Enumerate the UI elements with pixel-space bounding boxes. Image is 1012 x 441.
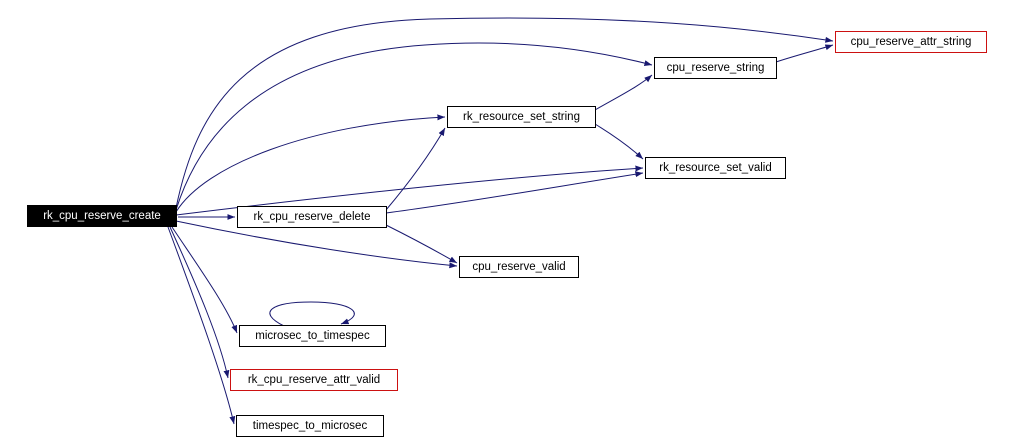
node-microsec_to_timespec[interactable]: microsec_to_timespec	[239, 325, 386, 347]
edge-delete-to-rk_resource_set_string	[385, 127, 446, 211]
node-rk_cpu_reserve_delete[interactable]: rk_cpu_reserve_delete	[237, 206, 387, 228]
node-timespec_to_microsec[interactable]: timespec_to_microsec	[236, 415, 384, 437]
node-rk_cpu_reserve_create: rk_cpu_reserve_create	[27, 205, 177, 227]
node-rk_cpu_reserve_attr_valid[interactable]: rk_cpu_reserve_attr_valid	[230, 369, 398, 391]
edge-set_string-to-cpu_reserve_string	[594, 74, 653, 111]
edge-create-to-timespec_to_microsec	[167, 226, 236, 425]
node-rk_resource_set_valid[interactable]: rk_resource_set_valid	[645, 157, 786, 179]
edge-delete-to-rk_resource_set_valid	[385, 171, 644, 214]
node-cpu_reserve_string[interactable]: cpu_reserve_string	[654, 57, 777, 79]
edge-delete-to-cpu_reserve_valid	[385, 224, 458, 264]
edge-create-to-rk_cpu_reserve_attr_valid	[169, 226, 230, 379]
node-rk_resource_set_string[interactable]: rk_resource_set_string	[447, 106, 596, 128]
edge-microsec_to_timespec-self-loop	[269, 301, 355, 327]
node-cpu_reserve_attr_string[interactable]: cpu_reserve_attr_string	[835, 31, 987, 53]
edge-cpu_reserve_string-to-cpu_reserve_attr_string	[775, 44, 834, 63]
edge-set_string-to-rk_resource_set_valid	[594, 123, 644, 160]
node-cpu_reserve_valid[interactable]: cpu_reserve_valid	[459, 256, 579, 278]
edge-create-to-rk_resource_set_string	[175, 114, 446, 213]
edge-create-to-microsec_to_timespec	[171, 226, 238, 334]
